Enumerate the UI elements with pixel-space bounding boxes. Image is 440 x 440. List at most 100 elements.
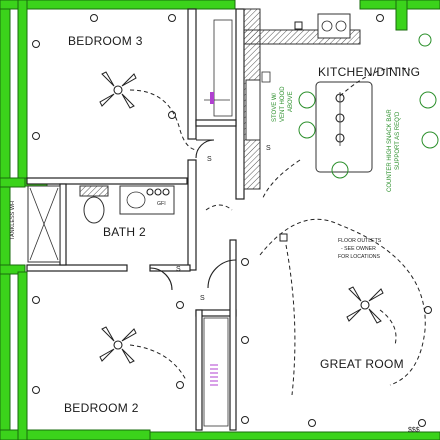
stool-icon [421,131,439,149]
bedroom2-ceiling-fan-icon [99,326,137,364]
outlet-icon [32,132,40,140]
left-exterior-wall [0,0,11,440]
hall-closet-wall [195,119,237,127]
switch-icon: S [176,266,181,273]
bath-top-wall [26,177,188,185]
floor-outlets-note-3: FOR LOCATIONS [338,254,381,260]
room-label-bath2: BATH 2 [103,225,146,239]
stool-icon [298,91,316,109]
outlets [32,14,432,427]
bath-door [149,267,173,291]
bath-fixtures [27,185,175,263]
switch-icon: S [207,156,212,163]
toilet-bowl [83,196,105,224]
bath-bottom-wall-right [149,264,191,272]
bottom-exterior-wall-east [149,431,440,440]
tankless-wh-note: TANKLESS WH [10,201,16,240]
wire-kitchen-2 [261,159,301,201]
bath-light-3 [162,188,170,196]
bath-bottom-wall [26,264,128,272]
bedroom2-door [207,259,237,289]
room-label-bedroom3: BEDROOM 3 [68,34,143,48]
kitchen-island [315,81,373,173]
purple-marker [210,92,214,104]
floor-outlets-note-1: FLOOR OUTLETS [338,238,382,244]
range [245,79,261,141]
outlet-icon [32,296,40,304]
shower-wall [59,183,67,266]
switches: S S S S [176,145,271,302]
outlet-icon [308,419,316,427]
counter-note: COUNTER HIGH SNACK BAR [387,109,393,192]
bedroom2-closet [203,317,229,427]
outlet-icon [376,14,384,22]
wire-kitchen-1 [339,67,411,97]
bedroom2-closet-wall [195,309,203,431]
bath-light-1 [146,188,154,196]
stool-icon [331,161,349,179]
vanity-sink [126,191,146,209]
outlet-icon [241,416,249,424]
switch-icon: S [200,295,205,302]
outlet-icon [90,14,98,22]
bedroom2-top-wall [0,264,26,275]
toilet-tank [79,185,109,197]
bedroom3-inner-left-wall [17,0,28,179]
switch-icon: S [266,145,271,152]
shower-diagonal-2 [29,187,59,261]
kitchen-left-wall [235,8,245,200]
sink-bowl-right [335,20,347,32]
gfi-label: GFI [157,201,166,207]
bedroom3-door [195,139,215,159]
outlet-icon [176,301,184,309]
wire-bedroom3 [129,89,199,151]
outlet-icon [168,111,176,119]
stove-note-2: VENT HOOD [280,86,286,122]
island-pendants [335,92,345,146]
floor-outlets-note-2: - SEE OWNER [341,246,376,252]
switch-bank-label: $$$ [408,427,420,434]
wire-great-room [259,218,426,386]
bedroom3-closet-wall [187,8,197,140]
doors [149,19,237,427]
great-room-ceiling-fan-icon [346,286,384,324]
stool-icon [298,121,316,139]
wiring [129,67,426,396]
stove-note-1: STOVE W/ [272,92,278,122]
bath-light-2 [154,188,162,196]
stove-note-3: ABOVE [288,91,294,112]
outlet-icon [168,14,176,22]
top-exterior-wall-west [0,0,236,10]
outlet-icon [176,381,184,389]
room-label-great-room: GREAT ROOM [320,357,404,371]
stool-icon [418,33,432,47]
great-room-left-wall [229,239,237,431]
outlet-icon [418,419,426,427]
wire-fan [379,309,397,346]
bath-right-wall [187,159,197,271]
range-outlet [261,71,271,83]
purple-hatch [210,364,218,386]
outlet-icon [241,258,249,266]
ceiling-fans [99,71,384,364]
outlet-icon [424,306,432,314]
wire-bedroom2 [129,344,187,381]
bedroom2-inner-left-wall [17,271,28,440]
wire-hall [205,204,233,211]
room-label-bedroom2: BEDROOM 2 [64,401,139,415]
bedroom3-ceiling-fan-icon [99,71,137,109]
counter-outlet-icon [294,21,303,30]
bedroom3-closet [213,19,233,117]
room-label-kitchen: KITCHEN/DINING [318,65,420,79]
stool-icon [419,91,437,109]
bar-stools [298,33,439,179]
support-note: SUPPORT AS REQ'D [395,111,401,170]
outlet-icon [32,40,40,48]
wire-great-room-2 [285,244,296,396]
outlet-icon [241,336,249,344]
top-right-wall-stub [395,0,408,31]
outlet-icon [32,386,40,394]
kitchen-sink [317,13,351,39]
sink-bowl-left [321,20,333,32]
